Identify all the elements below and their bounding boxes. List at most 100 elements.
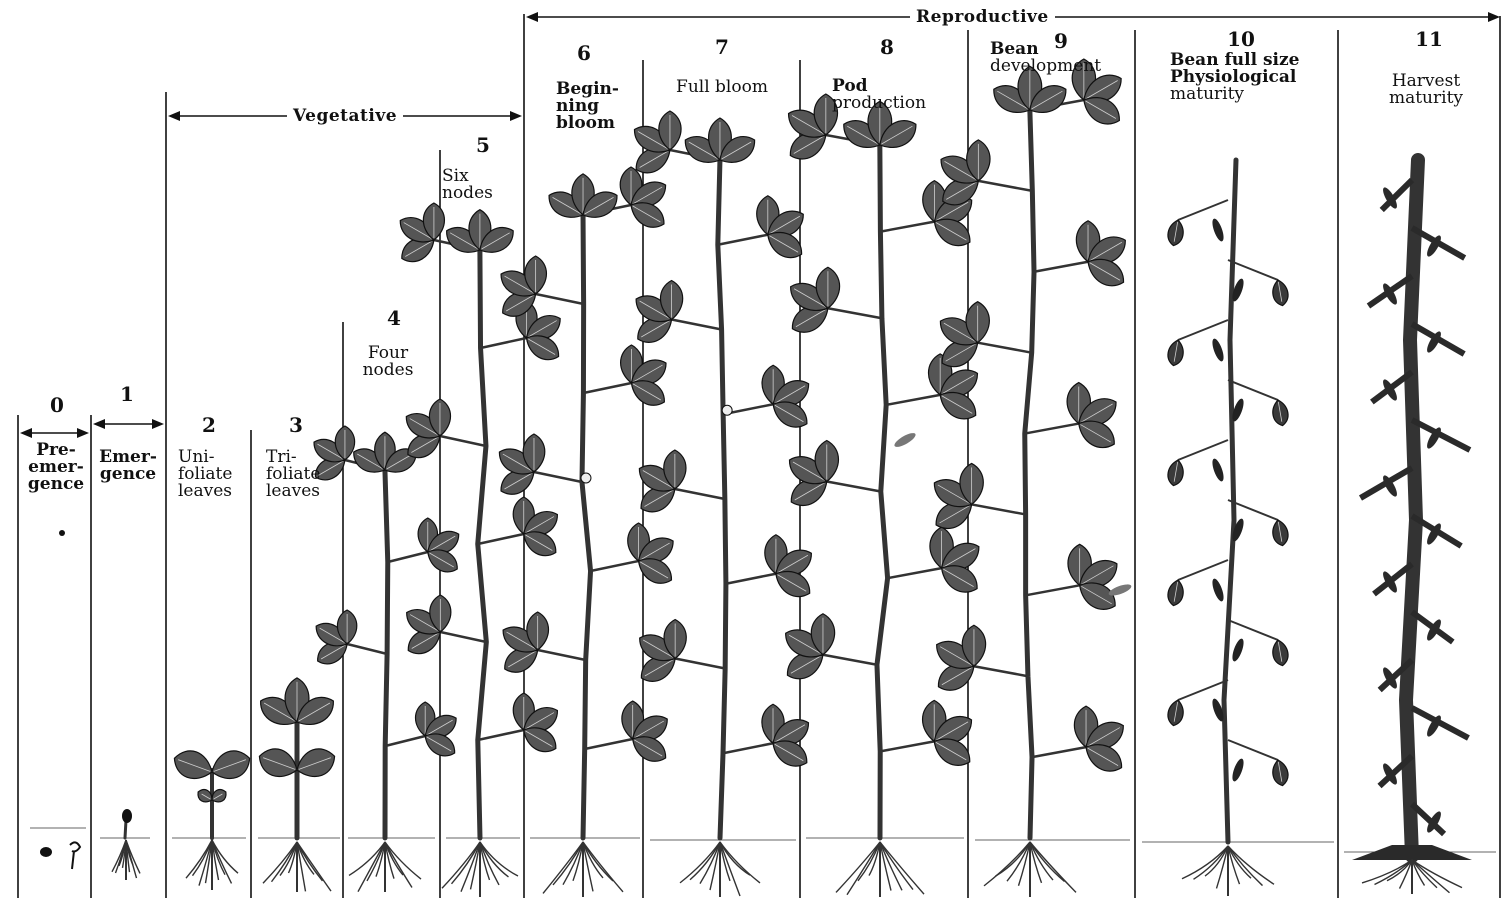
root (984, 842, 1030, 886)
stage-7-number: 7 (702, 35, 742, 59)
root (349, 842, 385, 875)
petiole (972, 504, 1026, 514)
root (563, 842, 583, 885)
stage-3-label: Tri- foliate leaves (266, 449, 336, 500)
root (869, 842, 880, 876)
petiole (823, 655, 877, 665)
pod (1210, 577, 1226, 602)
petiole (888, 568, 942, 578)
petiole (1178, 200, 1228, 220)
petiole (347, 644, 387, 654)
root (461, 842, 480, 892)
stage-11-number: 11 (1409, 27, 1449, 51)
petiole (827, 482, 881, 492)
stage-4-line-2: nodes (358, 362, 418, 379)
root (583, 842, 623, 892)
root (720, 842, 740, 896)
stage-2-roots (186, 840, 238, 890)
root (442, 842, 480, 888)
root (847, 842, 880, 895)
pod (1230, 757, 1246, 782)
petiole (440, 632, 486, 642)
stage-4-plant-stem (385, 470, 388, 838)
vegetative-arrow-right-head (510, 111, 522, 121)
petiole (718, 235, 768, 245)
petiole (978, 181, 1032, 191)
drooping-leaf (1166, 579, 1185, 607)
stage-3-line-3: leaves (266, 483, 336, 500)
stage-0-number: 0 (37, 393, 77, 417)
pod (1210, 337, 1226, 362)
petiole (478, 534, 524, 544)
root (480, 842, 518, 876)
petiole (1228, 260, 1278, 280)
root (880, 842, 924, 894)
petiole (675, 489, 725, 499)
petiole (726, 574, 776, 584)
petiole (536, 294, 584, 304)
vegetative-arrow-left-head (168, 111, 180, 121)
petiole (585, 739, 633, 749)
stage-6-number: 6 (564, 41, 604, 65)
stage-4-number: 4 (374, 306, 414, 330)
root (280, 842, 297, 876)
reproductive-arrow-right-head (1488, 12, 1500, 22)
stage-0-arrow-right-head (77, 428, 89, 438)
petiole (1228, 740, 1278, 760)
stage-8-plant-stem (877, 145, 888, 838)
stage-7-label: Full bloom (660, 79, 784, 96)
stage-5-roots (442, 842, 518, 897)
stage-3-number: 3 (276, 413, 316, 437)
pod (1210, 217, 1226, 242)
petiole (880, 741, 934, 751)
petiole (672, 320, 722, 330)
root (297, 842, 331, 891)
root (186, 840, 212, 878)
petiole (1178, 680, 1228, 700)
stage-11-roots (1362, 860, 1462, 894)
stage-6-roots (543, 842, 623, 897)
seed-dot (59, 530, 65, 536)
stage-9-roots (984, 842, 1076, 897)
stage-4-roots (349, 842, 421, 892)
stage-1-arrow-right-head (152, 419, 164, 429)
petiole (1032, 747, 1086, 757)
petiole (828, 308, 882, 318)
reproductive-arrow-left-head (526, 12, 538, 22)
drooping-leaf (1166, 219, 1185, 247)
stage-11-line-2: maturity (1376, 90, 1476, 107)
drooping-leaf (1271, 519, 1290, 547)
petiole (385, 736, 425, 746)
stage-10-roots (1182, 846, 1274, 896)
drooping-leaf (1271, 399, 1290, 427)
reproductive-phase-label: Reproductive (910, 7, 1055, 27)
stage-10-label: Bean full size Physiological maturity (1170, 52, 1310, 103)
stage-9-line-2: development (990, 58, 1124, 75)
petiole (538, 650, 586, 660)
stage-3-roots (263, 842, 331, 892)
petiole (1178, 440, 1228, 460)
petiole (886, 395, 940, 405)
pod (1210, 457, 1226, 482)
petiole (591, 561, 639, 571)
petiole (583, 383, 631, 393)
stage-2-label: Uni- foliate leaves (178, 449, 242, 500)
stage-10-number: 10 (1221, 27, 1261, 51)
root (1228, 846, 1274, 884)
petiole (388, 552, 428, 562)
petiole (1026, 585, 1080, 595)
petiole (478, 730, 524, 740)
petiole (1178, 560, 1228, 580)
root (680, 842, 720, 883)
drooping-leaf (1166, 339, 1185, 367)
stage-1-arrow-left-head (93, 419, 105, 429)
stage-0-arrow-left-head (20, 428, 32, 438)
stage-8-label: Pod production (832, 78, 952, 112)
dead-branch (1412, 420, 1470, 450)
petiole (880, 222, 934, 232)
dead-branch (1412, 708, 1468, 738)
stage-9-label: Bean development (990, 41, 1124, 75)
root (720, 842, 760, 883)
stage-6-label: Begin- ning bloom (556, 81, 628, 132)
